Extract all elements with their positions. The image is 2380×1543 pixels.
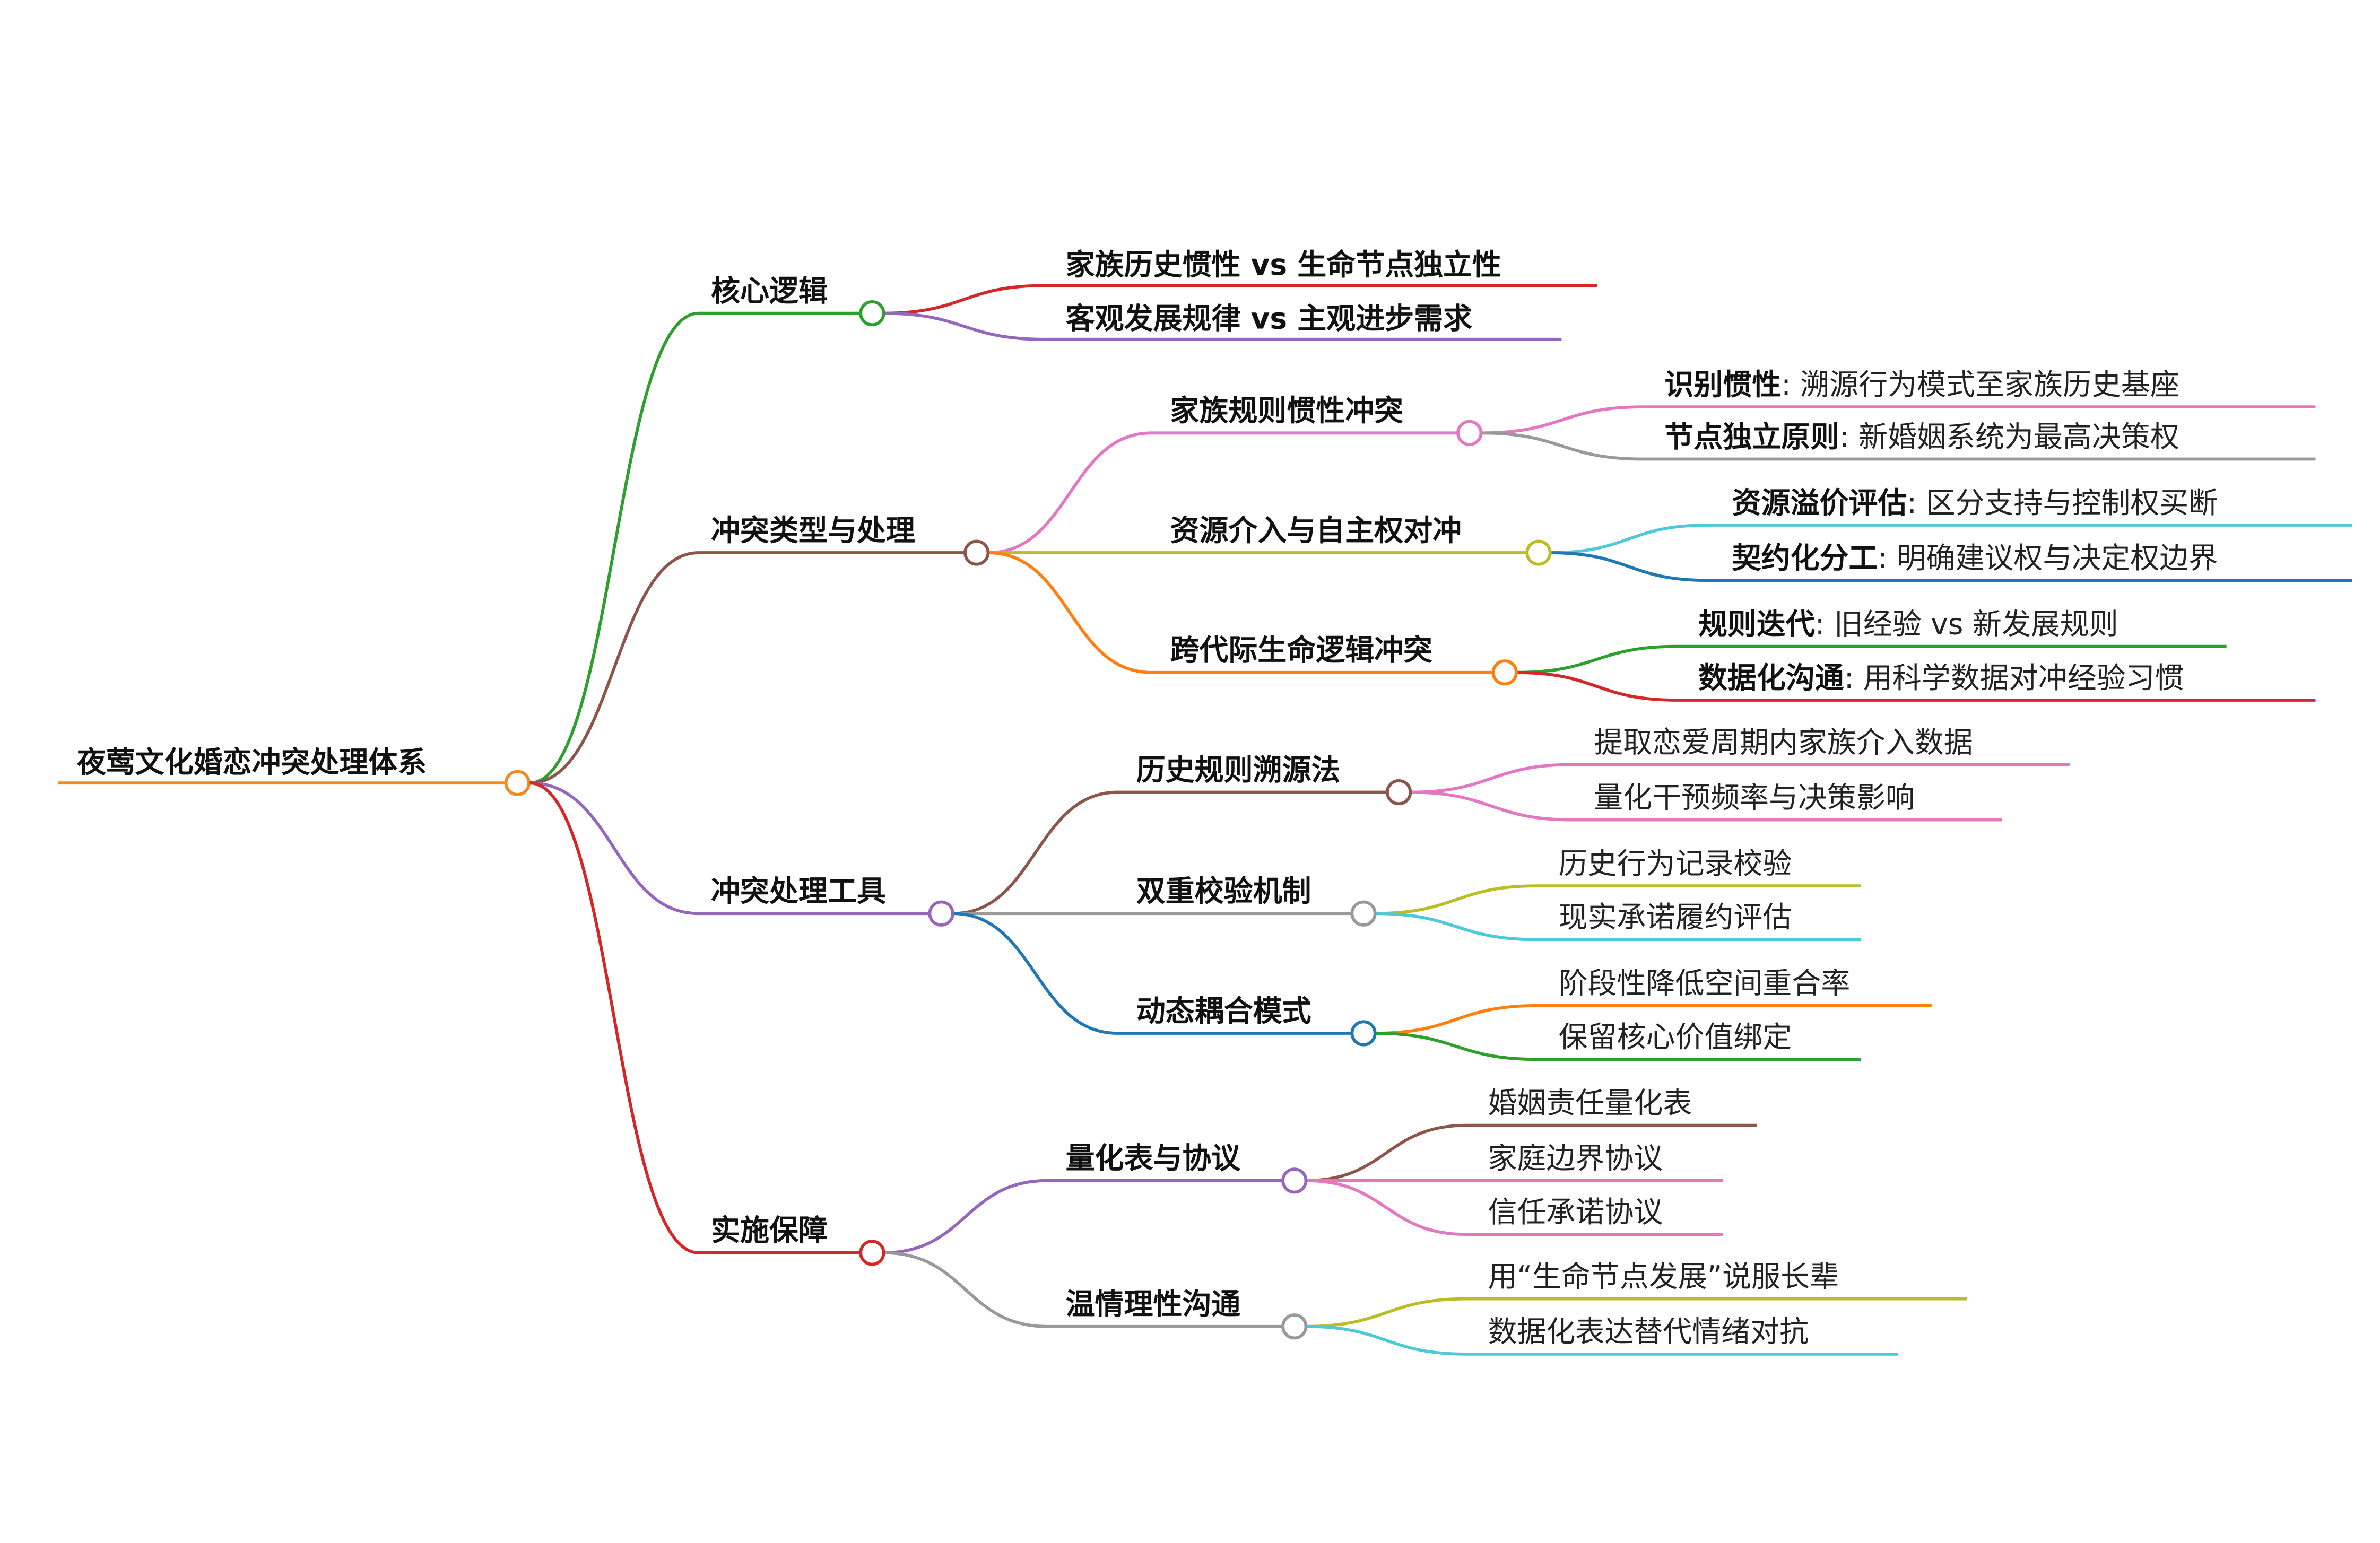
leaf-topic: 节点独立原则: 新婚姻系统为最高决策权 [1664, 420, 2179, 454]
leaf-topic: 用“生命节点发展”说服长辈 [1488, 1260, 1839, 1294]
leaf-title: 数据化沟通 [1698, 661, 1844, 695]
leaf-topic: 现实承诺履约评估 [1559, 900, 1792, 934]
leaf-title: 规则迭代 [1698, 607, 1815, 641]
subtopic: 温情理性沟通 [1066, 1287, 1241, 1321]
leaf-topic: 量化干预频率与决策影响 [1594, 781, 1915, 815]
leaf-separator: : [1907, 486, 1926, 520]
subtopic-node[interactable] [1281, 1167, 1308, 1194]
subtopic-node[interactable] [1386, 779, 1412, 806]
leaf-connector [883, 284, 1597, 315]
subtopic-connector [883, 1251, 1283, 1328]
subtopic-connector [988, 551, 1493, 674]
leaf-connector [1306, 1324, 1898, 1356]
leaf-topic: 历史行为记录校验 [1559, 847, 1792, 881]
leaf-description: 旧经验 vs 新发展规则 [1834, 607, 2118, 641]
leaf-connector [1306, 1297, 1967, 1328]
leaf-connector [1375, 912, 1861, 942]
branch-connector [529, 551, 966, 785]
subtopic-connector [952, 912, 1352, 1035]
subtopic: 动态耦合模式 [1136, 994, 1311, 1028]
branch-topic: 实施保障 [711, 1214, 828, 1248]
leaf-topic: 保留核心价值绑定 [1559, 1020, 1792, 1054]
leaf-connector [1375, 1004, 1932, 1035]
branch-topic: 冲突处理工具 [711, 874, 886, 908]
leaf-topic: 数据化表达替代情绪对抗 [1488, 1315, 1809, 1349]
leaf-topic: 家庭边界协议 [1488, 1141, 1663, 1175]
leaf-connector [1550, 524, 2352, 554]
leaf-title: 识别惯性 [1664, 368, 1781, 402]
branch-node[interactable] [928, 900, 954, 927]
subtopic-node[interactable] [1525, 539, 1552, 566]
branch-connector [529, 781, 930, 916]
root-topic: 夜莺文化婚恋冲突处理体系 [76, 745, 427, 779]
branch-topic: 冲突类型与处理 [711, 513, 915, 547]
leaf-connector [1306, 1123, 1757, 1182]
leaf-connector [1306, 1179, 1723, 1236]
subtopic: 量化表与协议 [1066, 1141, 1241, 1175]
leaf-topic: 婚姻责任量化表 [1488, 1086, 1692, 1120]
branch-connector [529, 781, 861, 1254]
leaf-connector [1516, 670, 2316, 702]
leaf-topic: 提取恋爱周期内家族介入数据 [1594, 725, 1973, 759]
leaf-topic: 信任承诺协议 [1488, 1195, 1663, 1229]
leaf-description: 明确建议权与决定权边界 [1897, 541, 2218, 575]
branch-node[interactable] [859, 300, 885, 327]
leaf-separator: : [1844, 661, 1863, 695]
leaf-topic: 资源溢价评估: 区分支持与控制权买断 [1732, 486, 2218, 520]
leaf-topic: 阶段性降低空间重合率 [1559, 966, 1851, 1000]
subtopic: 跨代际生命逻辑冲突 [1170, 633, 1432, 667]
subtopic-node[interactable] [1350, 1020, 1377, 1047]
branch-node[interactable] [859, 1240, 885, 1266]
subtopic-connector [952, 790, 1387, 916]
subtopic: 历史规则溯源法 [1136, 753, 1341, 787]
subtopic: 资源介入与自主权对冲 [1170, 513, 1462, 547]
leaf-description: 区分支持与控制权买断 [1926, 486, 2218, 520]
subtopic-node[interactable] [1491, 659, 1518, 686]
leaf-separator: : [1781, 368, 1800, 402]
leaf-title: 契约化分工 [1732, 541, 1878, 575]
leaf-connector [1375, 884, 1861, 916]
leaf-connector [1550, 551, 2352, 582]
leaf-topic: 数据化沟通: 用科学数据对冲经验习惯 [1698, 661, 2184, 695]
leaf-separator: : [1878, 541, 1897, 575]
leaf-title: 节点独立原则 [1664, 420, 1839, 454]
leaf-connector [1516, 644, 2227, 674]
leaf-description: 溯源行为模式至家族历史基座 [1800, 368, 2179, 402]
leaf-description: 新婚姻系统为最高决策权 [1858, 420, 2179, 454]
subtopic: 家族规则惯性冲突 [1170, 394, 1403, 428]
leaf-connector [1375, 1032, 1861, 1061]
subtopic-node[interactable] [1456, 420, 1483, 446]
subtopic: 双重校验机制 [1136, 874, 1311, 908]
branch-node[interactable] [963, 539, 990, 566]
subtopic-connector [883, 1179, 1283, 1254]
leaf-topic: 客观发展规律 vs 主观进步需求 [1066, 302, 1472, 336]
subtopic-connector [988, 431, 1458, 554]
branch-connector [529, 311, 861, 785]
leaf-connector [1410, 790, 2003, 822]
leaf-topic: 识别惯性: 溯源行为模式至家族历史基座 [1664, 368, 2179, 402]
leaf-topic: 家族历史惯性 vs 生命节点独立性 [1066, 248, 1501, 282]
subtopic-node[interactable] [1281, 1313, 1308, 1340]
leaf-connector [883, 311, 1562, 341]
leaf-connector [1481, 405, 2316, 435]
leaf-title: 资源溢价评估 [1732, 486, 1907, 520]
leaf-description: 用科学数据对冲经验习惯 [1863, 661, 2184, 695]
leaf-topic: 契约化分工: 明确建议权与决定权边界 [1732, 541, 2218, 575]
leaf-separator: : [1839, 420, 1858, 454]
branch-topic: 核心逻辑 [711, 274, 828, 308]
leaf-connector [1481, 431, 2316, 461]
leaf-separator: : [1815, 607, 1834, 641]
subtopic-node[interactable] [1350, 900, 1377, 927]
root-node[interactable] [504, 770, 531, 796]
leaf-connector [1410, 763, 2070, 794]
leaf-topic: 规则迭代: 旧经验 vs 新发展规则 [1698, 607, 2118, 641]
